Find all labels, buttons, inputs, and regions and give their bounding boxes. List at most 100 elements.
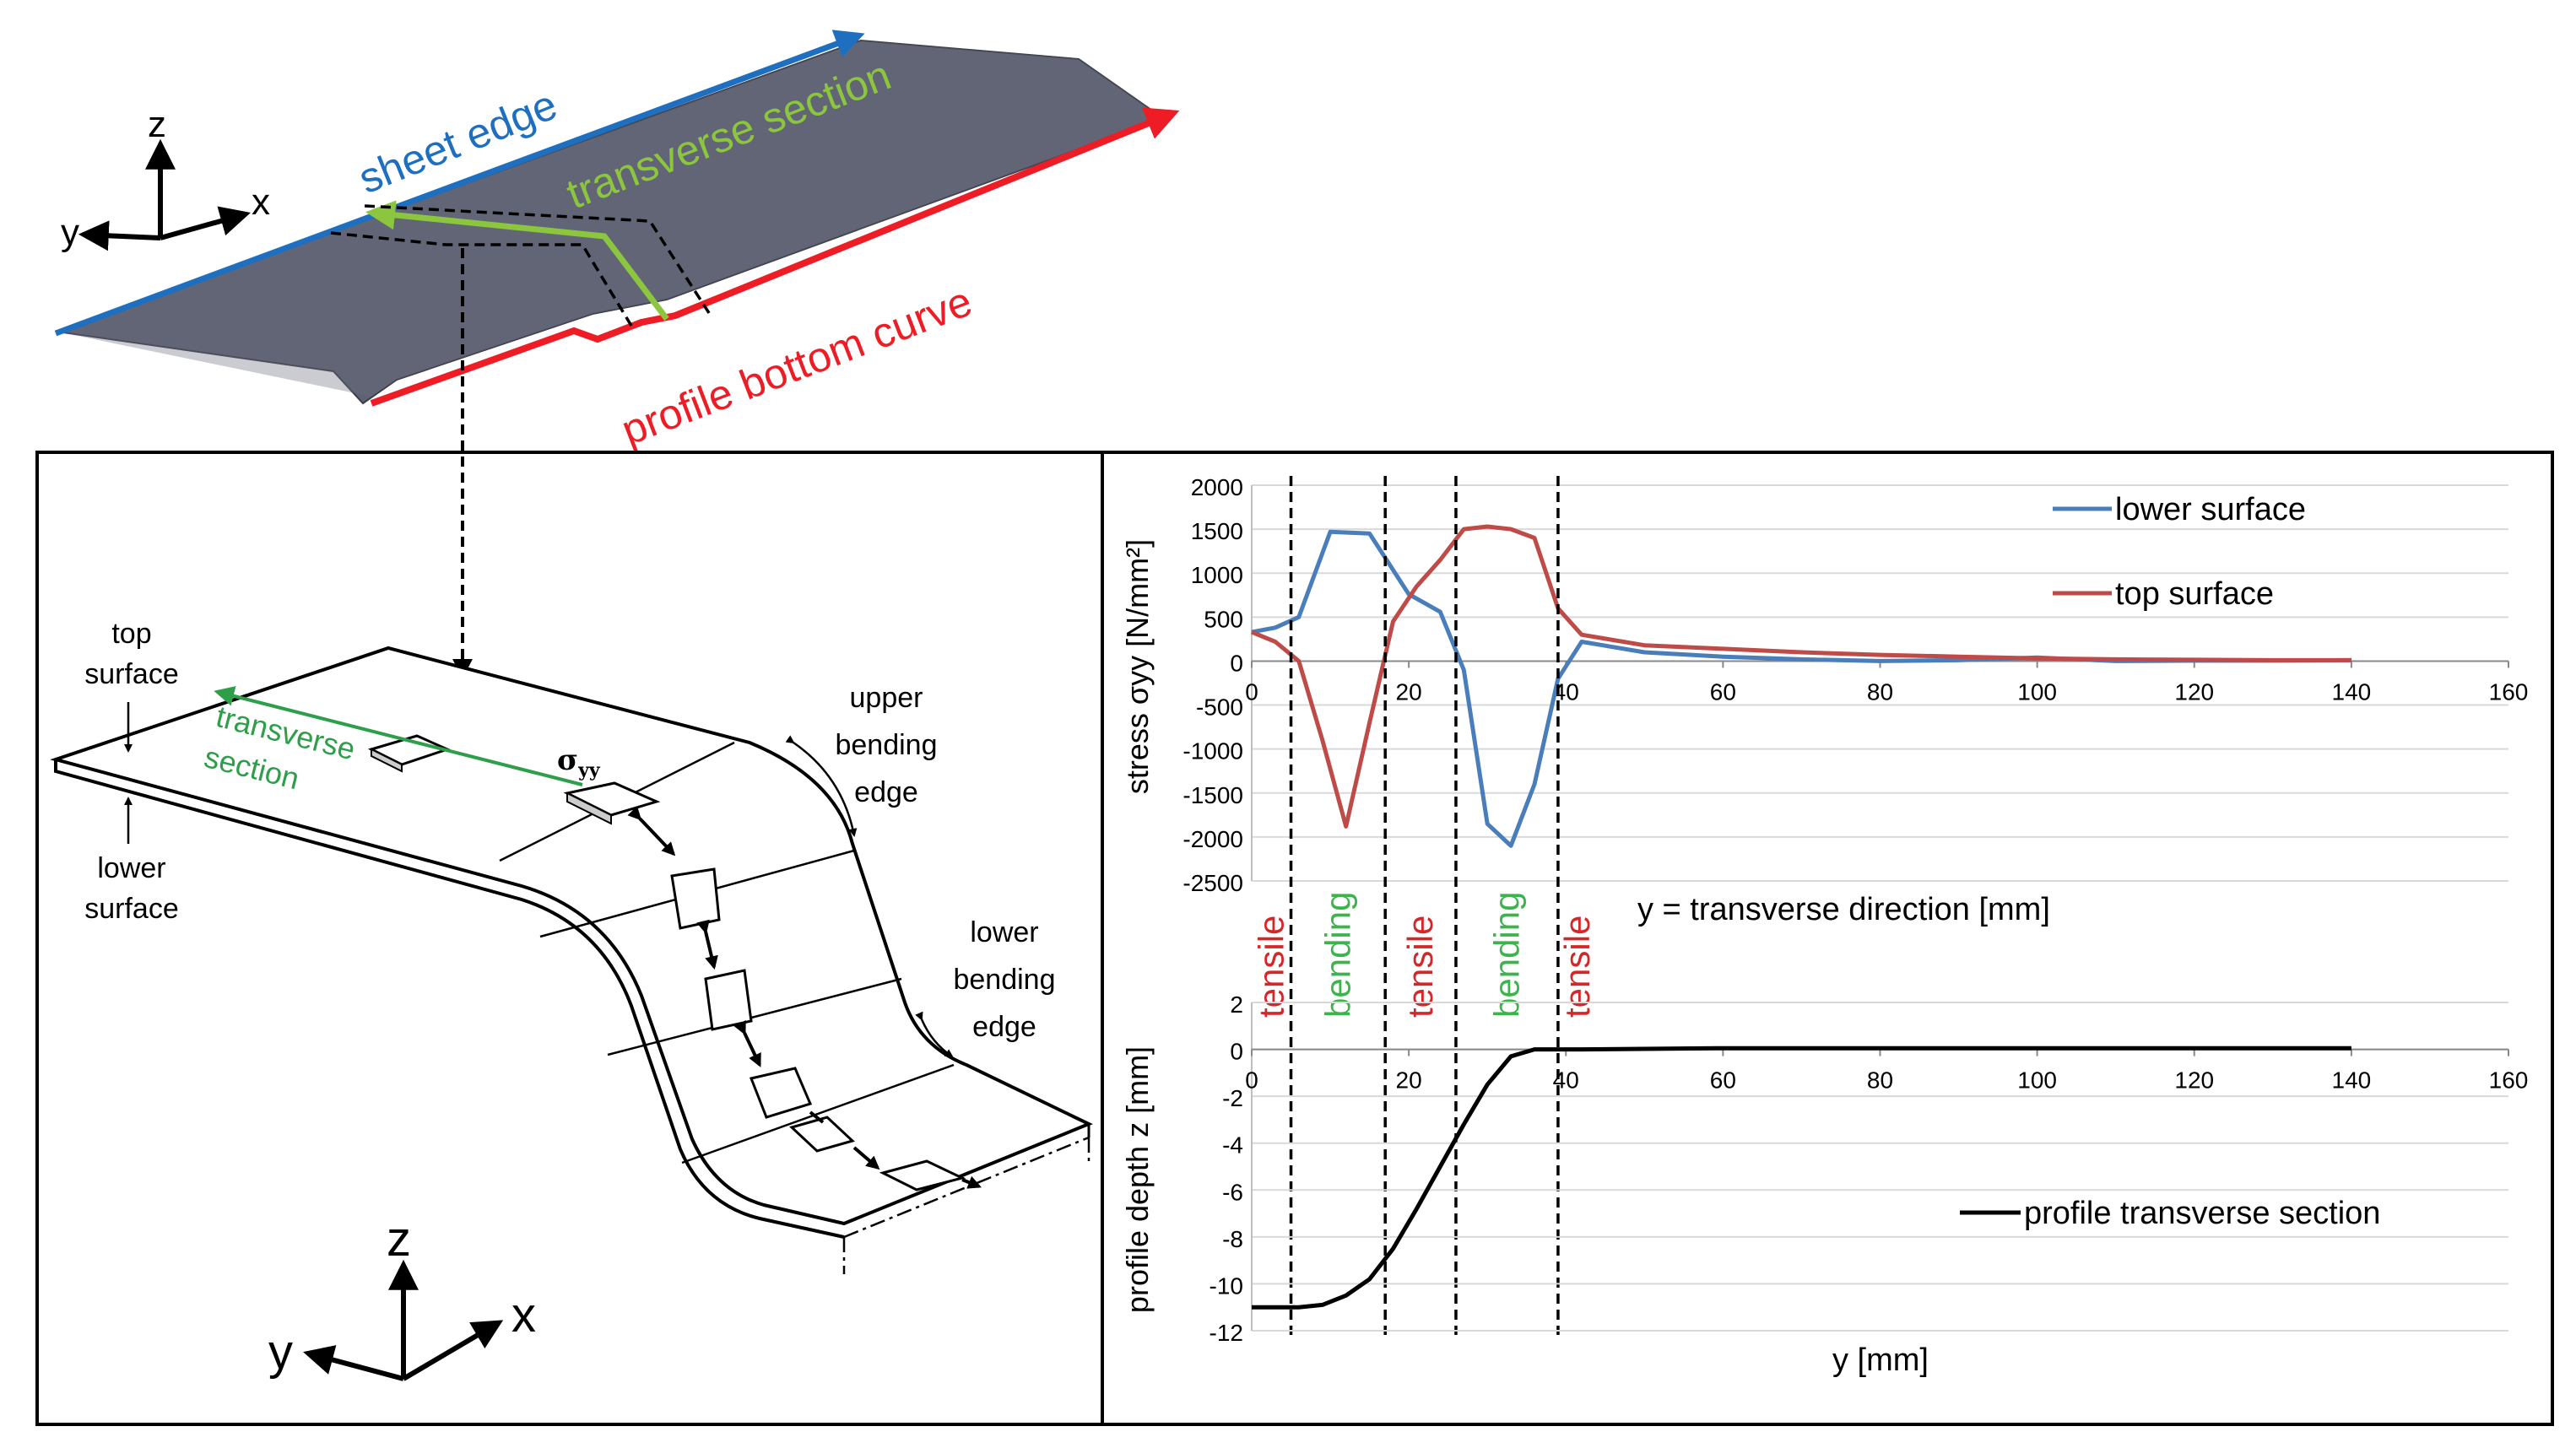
y-tick-label: -1000 [1182, 738, 1243, 765]
profile-series [1252, 1045, 2351, 1310]
transverse-section-arrow-left [214, 686, 583, 786]
x-tick-label: 100 [2017, 678, 2057, 705]
x-tick-label: 80 [1867, 678, 1893, 705]
stress-x-annotation: y = transverse direction [mm] [1637, 892, 2050, 927]
lower-surface-label-2: surface [84, 893, 179, 925]
legend-label-lower-surface: lower surface [2115, 492, 2306, 527]
plate-thickness [54, 759, 845, 1239]
upper-bending-edge-label-2: bending [835, 729, 937, 761]
x-tick-label: 20 [1396, 678, 1422, 705]
y-tick-label: 0 [1230, 1039, 1243, 1065]
upper-bending-edge-label-1: upper [850, 682, 923, 714]
y-tick-label: 500 [1204, 606, 1243, 632]
y-tick-label: 0 [1230, 650, 1243, 676]
stress-y-axis-label: stress σyy [N/mm²] [1120, 539, 1155, 794]
x-tick-label: 0 [1245, 678, 1258, 705]
x-tick-label: 60 [1710, 678, 1736, 705]
y-tick-label: -2 [1222, 1085, 1243, 1111]
x-tick-label: 0 [1245, 1067, 1258, 1094]
profile-y-ticks: 2 0 -2 -4 -6 -8 -10 -12 [1210, 991, 1243, 1346]
x-tick-label: 100 [2017, 1067, 2057, 1094]
legend-label-profile: profile transverse section [2024, 1196, 2380, 1231]
zone-label-bending: bending [1318, 892, 1357, 1018]
transverse-section-arrow [365, 200, 669, 321]
left-axes: z y x [268, 1212, 536, 1381]
stress-series [1251, 524, 2351, 848]
upper-bending-edge-arrow [785, 735, 858, 837]
profile-x-ticks: 0 20 40 60 80 100 120 140 160 [1245, 1049, 2529, 1094]
legend-label-top-surface: top surface [2115, 576, 2274, 612]
left-panel-frame [35, 451, 1104, 1426]
top-axes: z y x [61, 104, 270, 253]
left-axis-y: y [268, 1325, 293, 1380]
lower-bending-edge-label-3: edge [972, 1011, 1036, 1043]
top-surface-label-1: top [111, 618, 151, 650]
sheet-surface [57, 39, 1166, 405]
left-axis-x: x [511, 1288, 536, 1343]
y-tick-label: -2500 [1182, 870, 1243, 896]
flange-schematic: top surface lower surface transverse sec… [50, 618, 1093, 1381]
stress-element-6 [879, 1159, 966, 1191]
y-tick-label: 2000 [1191, 474, 1243, 500]
series-line-top-surface [1251, 524, 2351, 829]
profile-sketch: sheet edge transverse section profile bo… [54, 30, 1180, 679]
y-tick-label: -4 [1222, 1132, 1243, 1159]
profile-bottom-curve-arrow [370, 107, 1180, 407]
profile-x-axis-label: y [mm] [1832, 1343, 1929, 1378]
top-axis-y: y [61, 212, 79, 253]
section-cut-outline [330, 231, 633, 327]
zone-label-bending: bending [1487, 892, 1527, 1018]
stress-y-ticks: 2000 1500 1000 500 0 -500 -1000 -1500 -2000 -2500 [1182, 474, 1243, 896]
y-tick-label: -10 [1210, 1272, 1243, 1299]
stress-element-3 [704, 969, 753, 1031]
x-tick-label: 60 [1710, 1067, 1736, 1094]
x-tick-label: 120 [2174, 678, 2214, 705]
right-panel-frame [1101, 451, 2554, 1426]
x-tick-label: 160 [2489, 678, 2529, 705]
top-axis-x: x [252, 181, 270, 223]
profile-legend: profile transverse section [1960, 1196, 2380, 1231]
y-tick-label: -12 [1210, 1320, 1243, 1346]
y-tick-label: 1000 [1191, 562, 1243, 588]
y-tick-label: 2 [1230, 991, 1243, 1018]
upper-bending-edge-label-3: edge [854, 776, 918, 808]
profile-gridlines [1251, 1002, 2508, 1332]
top-surface-label-2: surface [84, 658, 179, 690]
stress-chart: 2000150010005000-500-1000-1500-2000-2500… [1120, 474, 2528, 927]
x-tick-label: 20 [1396, 1067, 1422, 1094]
x-tick-label: 80 [1867, 1067, 1893, 1094]
left-axis-z: z [387, 1212, 411, 1267]
stress-element-5 [789, 1116, 855, 1153]
y-tick-label: 1500 [1191, 518, 1243, 544]
y-tick-label: -1500 [1182, 782, 1243, 808]
y-tick-label: -6 [1222, 1179, 1243, 1205]
sigma-label: σyy [557, 743, 601, 781]
x-tick-label: 140 [2332, 1067, 2372, 1094]
x-tick-label: 120 [2174, 1067, 2214, 1094]
profile-bottom-curve-label: profile bottom curve [615, 278, 978, 455]
lower-surface-label-1: lower [97, 852, 165, 884]
stress-legend: lower surface top surface [2053, 492, 2306, 612]
fold-line-4 [681, 1063, 955, 1164]
zone-labels: tensile bending tensile bending tensile [1251, 892, 1597, 1018]
top-axis-z: z [148, 104, 166, 145]
zone-label-tensile: tensile [1557, 916, 1597, 1018]
x-tick-label: 160 [2489, 1067, 2529, 1094]
stress-element-2 [670, 867, 721, 930]
lower-bending-edge-arrow [915, 1011, 954, 1058]
y-tick-label: -500 [1196, 694, 1243, 721]
zone-label-tensile: tensile [1400, 916, 1440, 1018]
stress-element-4 [749, 1067, 813, 1119]
series-line-profile-transverse-section [1252, 1045, 2351, 1310]
zone-label-tensile: tensile [1251, 916, 1291, 1018]
x-tick-label: 140 [2332, 678, 2372, 705]
lower-bending-edge-label-1: lower [970, 916, 1038, 948]
y-tick-label: -8 [1222, 1226, 1243, 1252]
x-tick-label: 40 [1553, 1067, 1579, 1094]
fold-line-3 [607, 977, 902, 1056]
y-tick-label: -2000 [1182, 826, 1243, 852]
profile-y-axis-label: profile depth z [mm] [1120, 1046, 1155, 1313]
sheet-edge-arrow [54, 30, 865, 337]
